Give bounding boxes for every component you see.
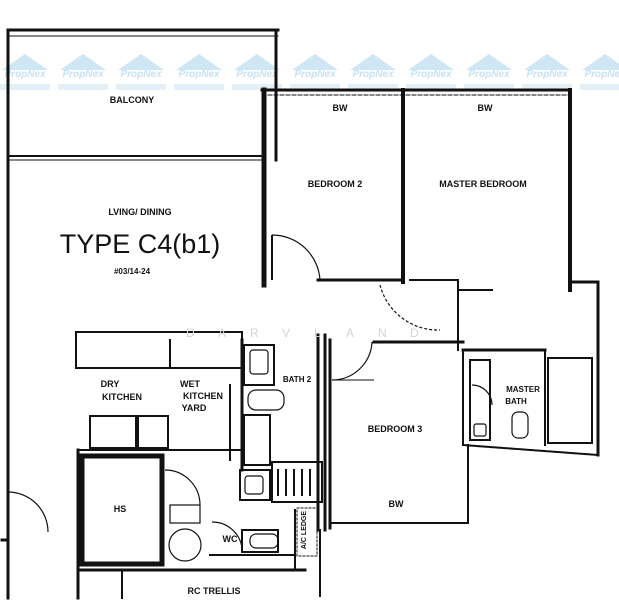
overlay-letter: A <box>346 326 354 340</box>
label-rc-trellis: RC TRELLIS <box>188 586 241 596</box>
watermark-roof-icon <box>118 54 164 70</box>
watermark-tile: PropNex <box>228 52 286 96</box>
watermark-text: PropNex <box>62 69 104 80</box>
watermark-roof-icon <box>292 54 338 70</box>
watermark-text: PropNex <box>526 69 568 80</box>
overlay-letter: R <box>250 326 259 340</box>
watermark-tile: PropNex <box>576 52 619 96</box>
label-unit-code: #03/14-24 <box>114 267 151 276</box>
label-bedroom-2: BEDROOM 2 <box>308 179 363 189</box>
label-wet-2: KITCHEN <box>183 391 223 401</box>
watermark-tile: PropNex <box>344 52 402 96</box>
watermark-roof-icon <box>524 54 570 70</box>
overlay-letter: D <box>410 326 419 340</box>
watermark-bar <box>406 84 456 90</box>
watermark-roof-icon <box>466 54 512 70</box>
watermark-tile: PropNex <box>402 52 460 96</box>
label-bedroom3-wardrobe: BW <box>389 499 404 509</box>
watermark-text: PropNex <box>294 69 336 80</box>
watermark-roof-icon <box>60 54 106 70</box>
watermark-roof-icon <box>408 54 454 70</box>
label-wet-3: YARD <box>182 403 207 413</box>
watermark-text: PropNex <box>178 69 220 80</box>
watermark-roof-icon <box>582 54 619 70</box>
room-labels: BALCONY LVING/ DINING TYPE C4(b1) #03/14… <box>60 95 540 596</box>
plan-type-title: TYPE C4(b1) <box>60 229 221 259</box>
label-bedroom2-wardrobe: BW <box>333 103 348 113</box>
watermark-bar <box>580 84 619 90</box>
label-wc: WC <box>223 534 238 544</box>
label-wet-1: WET <box>180 379 200 389</box>
watermark-roof-icon <box>176 54 222 70</box>
label-dry-1: DRY <box>101 379 120 389</box>
watermark-tile: PropNex <box>460 52 518 96</box>
walls <box>0 28 600 600</box>
watermark-roof-icon <box>350 54 396 70</box>
watermark-text: PropNex <box>236 69 278 80</box>
watermark-bar <box>0 84 50 90</box>
watermark-bar <box>174 84 224 90</box>
watermark-tile: PropNex <box>112 52 170 96</box>
overlay-letter: N <box>378 326 387 340</box>
overlay-letter: D <box>186 326 195 340</box>
label-hs: HS <box>114 504 127 514</box>
label-living-dining: LVING/ DINING <box>108 207 171 217</box>
watermark-tile: PropNex <box>54 52 112 96</box>
watermark-tile: PropNex <box>170 52 228 96</box>
label-bedroom-3: BEDROOM 3 <box>368 424 423 434</box>
watermark-bar <box>232 84 282 90</box>
watermark-roof-icon <box>234 54 280 70</box>
watermark-text: PropNex <box>4 69 46 80</box>
watermark-bar <box>58 84 108 90</box>
label-bath-2: BATH 2 <box>283 375 312 384</box>
watermark-text: PropNex <box>584 69 619 80</box>
watermark-bar <box>522 84 572 90</box>
label-master-wardrobe: BW <box>478 103 493 113</box>
watermark-tile: PropNex <box>286 52 344 96</box>
watermark-tile: PropNex <box>518 52 576 96</box>
label-master-bath-2: BATH <box>505 397 527 406</box>
watermark-tile: PropNex <box>0 52 54 96</box>
overlay-letter: V <box>282 326 290 340</box>
label-balcony: BALCONY <box>110 95 155 105</box>
label-ac-ledge: A/C LEDGE <box>301 511 308 549</box>
overlay-letter: A <box>218 326 226 340</box>
label-master-bath-1: MASTER <box>506 385 540 394</box>
watermark-bar <box>348 84 398 90</box>
propnex-watermark-band: PropNex PropNex PropNex PropNex PropNex PropN… <box>0 52 619 96</box>
watermark-bar <box>464 84 514 90</box>
watermark-text: PropNex <box>120 69 162 80</box>
label-master-bedroom: MASTER BEDROOM <box>439 179 527 189</box>
watermark-bar <box>116 84 166 90</box>
door-swings <box>7 234 529 562</box>
watermark-bar <box>290 84 340 90</box>
watermark-text: PropNex <box>410 69 452 80</box>
watermark-text: PropNex <box>468 69 510 80</box>
watermark-text: PropNex <box>352 69 394 80</box>
watermark-roof-icon <box>2 54 48 70</box>
label-dry-2: KITCHEN <box>102 392 142 402</box>
overlay-letter: L <box>314 326 321 340</box>
